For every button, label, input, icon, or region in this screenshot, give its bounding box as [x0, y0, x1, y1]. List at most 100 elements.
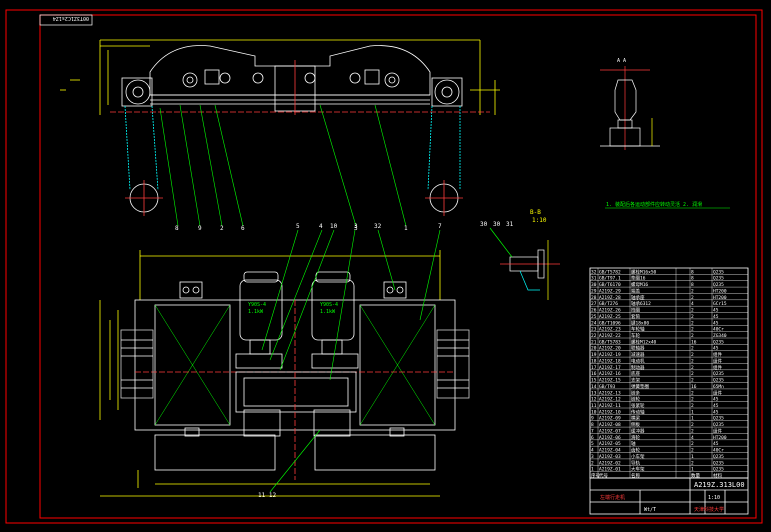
cell-qty: 8	[691, 276, 694, 282]
cell-qty: 1	[691, 409, 694, 415]
callout-30b: 30	[493, 221, 501, 228]
cell-no: 14	[591, 384, 597, 390]
scale-value: 1:10	[708, 495, 720, 501]
cell-qty: 2	[691, 390, 694, 396]
cell-no: 20	[591, 346, 597, 352]
cell-mat: 45	[713, 397, 719, 403]
cell-mat: Q235	[713, 454, 724, 460]
cell-code: GB/T276	[599, 301, 618, 307]
title-block	[589, 477, 749, 515]
cell-qty: 4	[691, 435, 694, 441]
cell-name: 减速器	[631, 351, 645, 358]
cell-code: A219Z-26	[599, 308, 621, 314]
cell-name: 链轮	[631, 396, 640, 403]
callout-32: 32	[374, 223, 382, 230]
cell-code: A219Z-15	[599, 378, 621, 384]
part-name: 左端行走机	[600, 494, 625, 501]
cell-qty: 1	[691, 467, 694, 473]
callout-1: 1	[404, 225, 408, 232]
cell-name: 小车架	[631, 453, 645, 460]
cell-mat: 45	[713, 308, 719, 314]
cell-no: 10	[591, 409, 597, 415]
cell-no: 13	[591, 390, 597, 396]
cell-no: 24	[591, 320, 597, 326]
cell-mat: Q235	[713, 371, 724, 377]
cell-qty: 数量	[691, 472, 700, 479]
cell-name: 电动机	[631, 357, 645, 364]
cell-code: A219Z-08	[599, 422, 621, 428]
cell-no: 27	[591, 301, 597, 307]
cell-code: GB/T93	[599, 384, 616, 390]
cell-no: 12	[591, 397, 597, 403]
svg-text:1.1kW: 1.1kW	[320, 309, 336, 315]
svg-text:1.1kW: 1.1kW	[248, 309, 264, 315]
elevation-callouts: 8 9 2 6 3 1	[175, 225, 408, 232]
cell-code: A219Z-05	[599, 441, 621, 447]
cell-mat: GCr15	[713, 301, 727, 307]
cell-code: A219Z-06	[599, 435, 621, 441]
cell-code: A219Z-03	[599, 454, 621, 460]
cell-name: 滑轮	[631, 434, 640, 441]
cell-code: A219Z-07	[599, 428, 621, 434]
cell-name: 张紧轮	[631, 402, 645, 409]
plan-view	[99, 250, 470, 497]
cell-name: 套筒	[631, 313, 640, 320]
cell-mat: Q235	[713, 339, 724, 345]
callout-31: 31	[506, 221, 514, 228]
cell-no: 序号	[591, 472, 600, 479]
cell-mat: 组件	[713, 357, 722, 364]
cell-code: A219Z-23	[599, 327, 621, 333]
cell-no: 8	[591, 422, 594, 428]
cell-code: A219Z-12	[599, 397, 621, 403]
cell-code: A219Z-18	[599, 358, 621, 364]
cell-no: 18	[591, 358, 597, 364]
inner-frame	[39, 14, 757, 519]
cell-mat: 组件	[713, 427, 722, 434]
cell-qty: 2	[691, 460, 694, 466]
cell-no: 32	[591, 269, 597, 275]
callout-9: 9	[198, 225, 202, 232]
cell-no: 26	[591, 308, 597, 314]
cell-name: 轴	[631, 440, 636, 447]
cell-mat: HT200	[713, 295, 727, 301]
cell-no: 5	[591, 441, 594, 447]
cell-name: 键18x80	[631, 319, 649, 326]
cell-code: A219Z-01	[599, 467, 621, 473]
cell-qty: 8	[691, 269, 694, 275]
cell-qty: 16	[691, 339, 697, 345]
cell-no: 17	[591, 365, 597, 371]
cell-mat: Q235	[713, 460, 724, 466]
cell-code: A219Z-17	[599, 365, 621, 371]
cell-name: 轴承座	[631, 294, 645, 301]
cell-no: 3	[591, 454, 594, 460]
cell-code: GB/T1096	[599, 320, 621, 326]
callout-30a: 30	[480, 221, 488, 228]
cell-no: 28	[591, 295, 597, 301]
callout-7: 7	[438, 223, 442, 230]
cell-code: A219Z-19	[599, 352, 621, 358]
cell-no: 9	[591, 416, 594, 422]
cell-name: 联轴器	[631, 345, 645, 352]
cell-code: A219Z-16	[599, 371, 621, 377]
cell-no: 31	[591, 276, 597, 282]
cell-mat: 45	[713, 346, 719, 352]
cell-qty: 2	[691, 333, 694, 339]
cell-no: 1	[591, 467, 594, 473]
